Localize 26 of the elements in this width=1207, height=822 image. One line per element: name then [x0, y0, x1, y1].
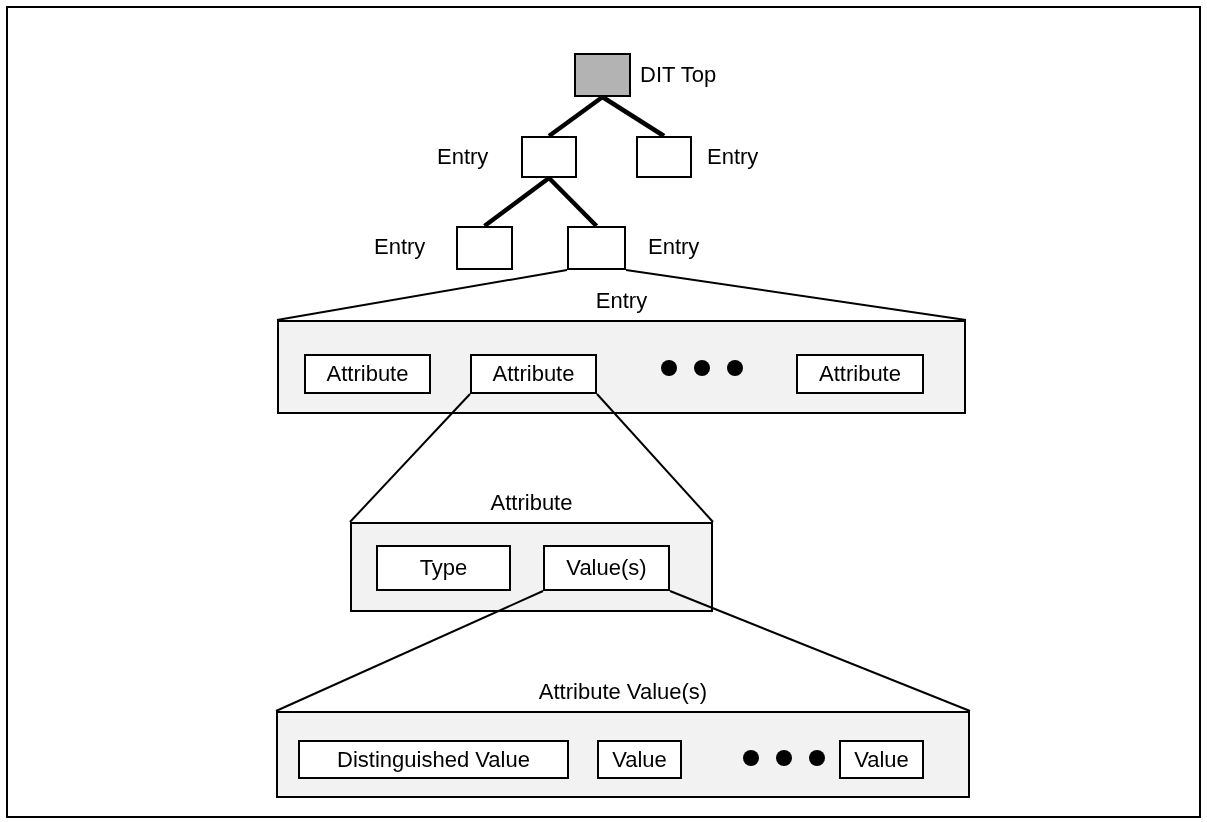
zoom-line [276, 269, 568, 321]
node-label: Entry [707, 144, 759, 170]
tree-line [547, 176, 599, 228]
node-label: Entry [648, 234, 700, 260]
panel-heading: Attribute Value(s) [537, 679, 709, 705]
tree-line [483, 176, 551, 228]
node-label: Entry [437, 144, 489, 170]
node-label: DIT Top [640, 62, 717, 88]
tree-line [601, 95, 666, 138]
node-label: Entry [374, 234, 426, 260]
zoom-line [596, 393, 714, 523]
attribute-box: Attribute [796, 354, 924, 394]
zoom-line [275, 590, 544, 712]
zoom-line [349, 393, 471, 523]
panel-heading: Attribute [489, 490, 574, 516]
attribute-box: Distinguished Value [298, 740, 569, 779]
attribute-box: Value(s) [543, 545, 670, 591]
attribute-box: Value [839, 740, 924, 779]
attribute-box: Attribute [470, 354, 597, 394]
zoom-line [625, 269, 967, 321]
tree-line [547, 95, 604, 138]
attribute-box: Type [376, 545, 511, 591]
attribute-box: Value [597, 740, 682, 779]
panel-heading: Entry [594, 288, 649, 314]
attribute-box: Attribute [304, 354, 431, 394]
zoom-line [669, 590, 971, 712]
